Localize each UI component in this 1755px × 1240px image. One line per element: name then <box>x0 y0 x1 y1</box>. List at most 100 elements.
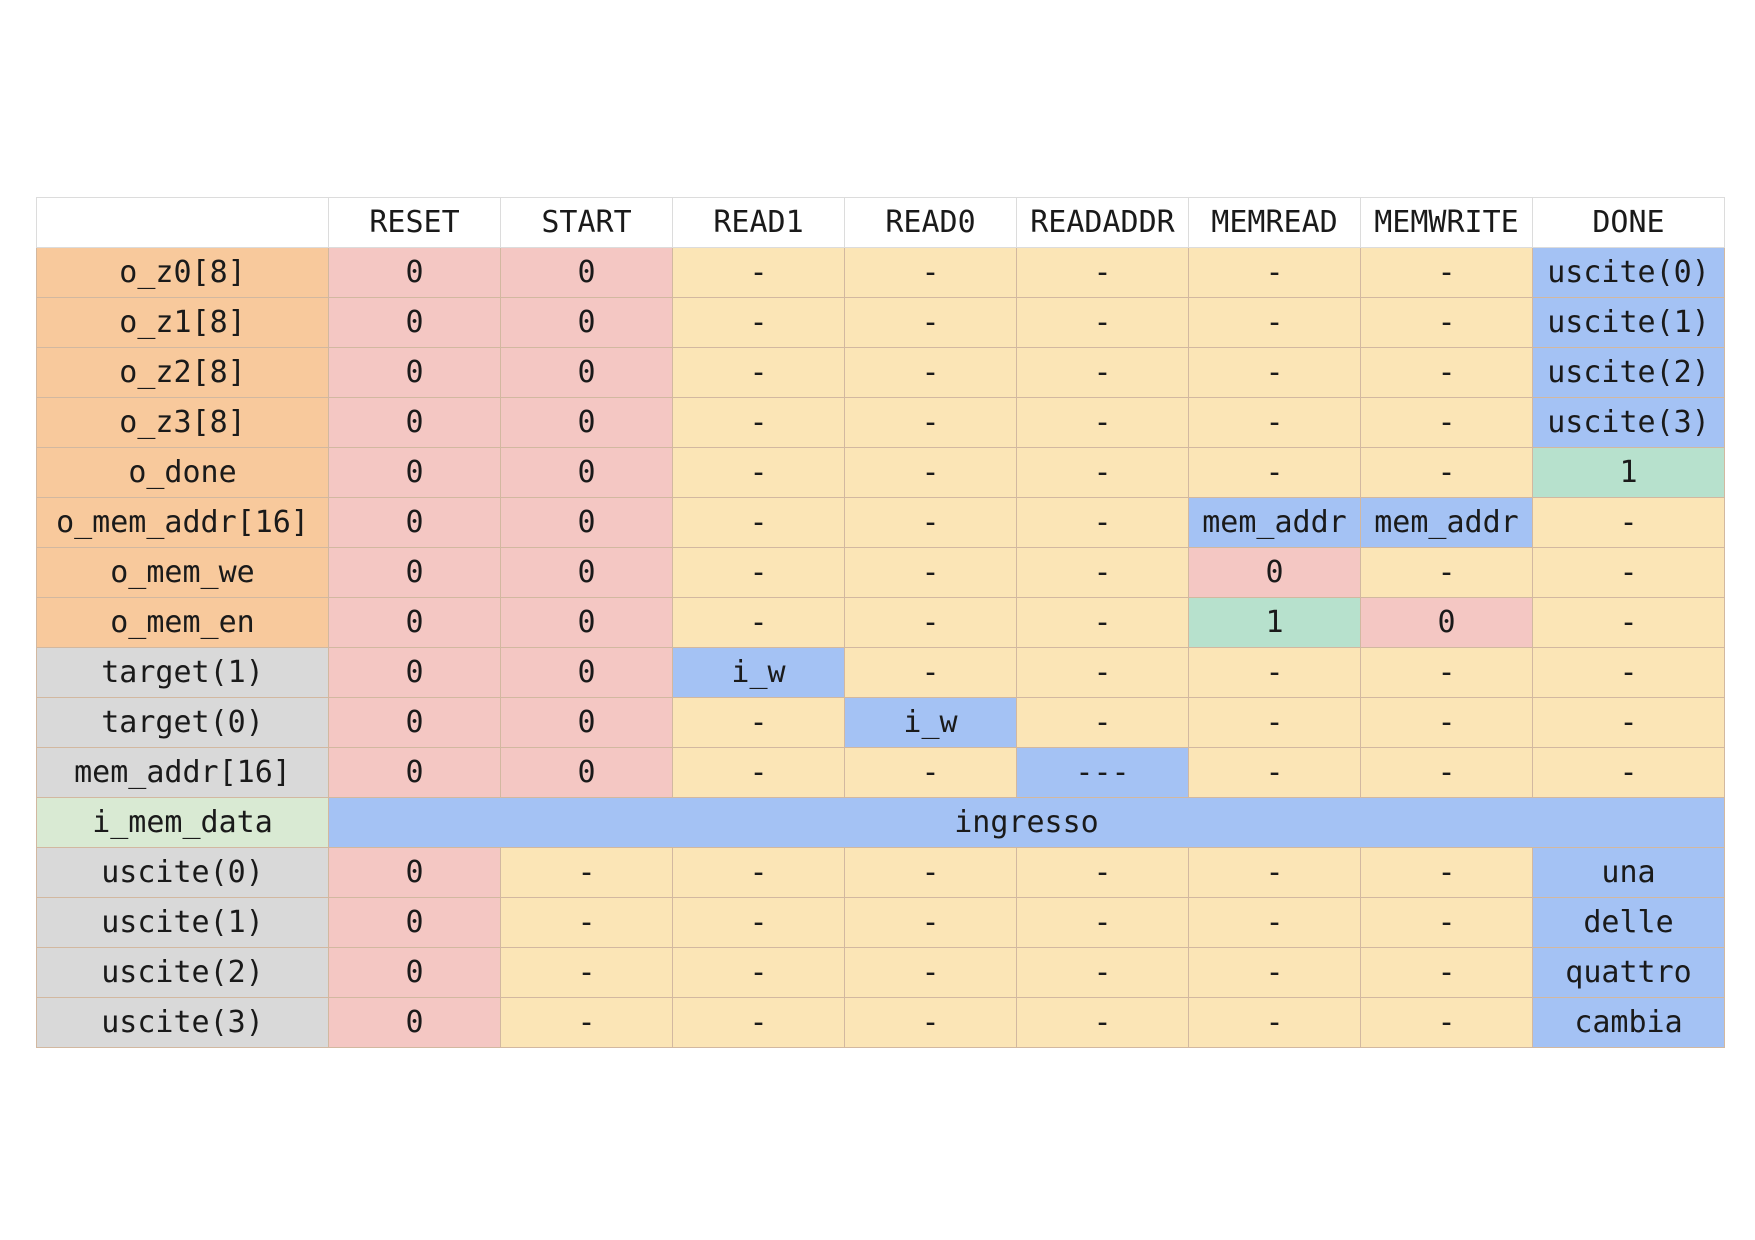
header-cell-memwrite: MEMWRITE <box>1360 197 1533 248</box>
row-label: target(1) <box>36 647 329 698</box>
table-cell: 0 <box>328 397 501 448</box>
table-cell: - <box>1188 647 1361 698</box>
table-cell: 0 <box>500 697 673 748</box>
table-cell: una <box>1532 847 1725 898</box>
table-cell: - <box>1360 897 1533 948</box>
table-cell: - <box>1188 447 1361 498</box>
row-label: uscite(3) <box>36 997 329 1048</box>
table-cell: - <box>1360 397 1533 448</box>
table-cell: - <box>1188 747 1361 798</box>
table-cell: - <box>672 947 845 998</box>
table-cell: - <box>1360 297 1533 348</box>
table-cell: - <box>844 347 1017 398</box>
table-cell: 0 <box>500 347 673 398</box>
header-cell-readaddr: READADDR <box>1016 197 1189 248</box>
row-label: mem_addr[16] <box>36 747 329 798</box>
table-cell: - <box>1188 997 1361 1048</box>
table-cell: - <box>1360 947 1533 998</box>
table-cell: - <box>844 847 1017 898</box>
table-cell: 0 <box>328 697 501 748</box>
table-cell: - <box>500 847 673 898</box>
table-cell: - <box>672 897 845 948</box>
table-cell: - <box>844 397 1017 448</box>
table-cell: --- <box>1016 747 1189 798</box>
table-cell: 0 <box>500 597 673 648</box>
table-cell: - <box>1360 697 1533 748</box>
table-cell: - <box>1360 997 1533 1048</box>
table-cell: - <box>500 947 673 998</box>
table-cell: cambia <box>1532 997 1725 1048</box>
table-cell: - <box>844 447 1017 498</box>
table-cell: - <box>672 347 845 398</box>
table-cell: - <box>1532 647 1725 698</box>
table-cell: 0 <box>328 597 501 648</box>
table-cell: - <box>672 747 845 798</box>
table-cell: - <box>672 597 845 648</box>
header-cell-corner <box>36 197 329 248</box>
table-cell: - <box>1016 297 1189 348</box>
table-cell: 0 <box>500 497 673 548</box>
table-cell: - <box>1532 697 1725 748</box>
header-cell-done: DONE <box>1532 197 1725 248</box>
table-cell: - <box>1360 247 1533 298</box>
header-cell-read1: READ1 <box>672 197 845 248</box>
table-cell: - <box>844 897 1017 948</box>
table-cell: 0 <box>328 897 501 948</box>
table-cell: 0 <box>500 297 673 348</box>
table-cell: - <box>1016 647 1189 698</box>
table-cell: uscite(2) <box>1532 347 1725 398</box>
header-cell-start: START <box>500 197 673 248</box>
table-cell: - <box>844 297 1017 348</box>
table-row: uscite(3)0------cambia <box>36 997 1725 1048</box>
table-cell: ingresso <box>328 797 1725 848</box>
row-label: uscite(0) <box>36 847 329 898</box>
state-signal-table: RESET START READ1 READ0 READADDR MEMREAD… <box>36 197 1725 1048</box>
table-cell: 0 <box>1188 547 1361 598</box>
table-cell: - <box>1532 547 1725 598</box>
table-cell: - <box>844 997 1017 1048</box>
table-cell: - <box>672 697 845 748</box>
table-cell: delle <box>1532 897 1725 948</box>
table-cell: - <box>1016 447 1189 498</box>
row-label: o_mem_we <box>36 547 329 598</box>
table-cell: 1 <box>1532 447 1725 498</box>
table-cell: - <box>1360 347 1533 398</box>
table-cell: - <box>1016 847 1189 898</box>
table-cell: mem_addr <box>1188 497 1361 548</box>
table-cell: 0 <box>328 497 501 548</box>
table-cell: - <box>1016 597 1189 648</box>
table-cell: - <box>1360 447 1533 498</box>
table-cell: quattro <box>1532 947 1725 998</box>
table-cell: - <box>1016 547 1189 598</box>
table-cell: 0 <box>328 847 501 898</box>
table-cell: 0 <box>328 247 501 298</box>
table-cell: - <box>1188 847 1361 898</box>
table-cell: - <box>844 547 1017 598</box>
table-cell: 0 <box>500 647 673 698</box>
table-cell: - <box>672 247 845 298</box>
table-cell: 0 <box>328 947 501 998</box>
row-label: o_z1[8] <box>36 297 329 348</box>
table-cell: - <box>500 997 673 1048</box>
table-cell: - <box>1188 297 1361 348</box>
table-cell: 0 <box>328 547 501 598</box>
table-cell: - <box>1188 347 1361 398</box>
table-cell: 0 <box>328 347 501 398</box>
table-cell: 0 <box>328 297 501 348</box>
table-cell: - <box>1188 947 1361 998</box>
header-row: RESET START READ1 READ0 READADDR MEMREAD… <box>36 197 1725 248</box>
header-cell-reset: RESET <box>328 197 501 248</box>
table-cell: - <box>844 597 1017 648</box>
table-cell: - <box>672 847 845 898</box>
table-cell: - <box>500 897 673 948</box>
table-cell: 0 <box>328 997 501 1048</box>
table-cell: uscite(3) <box>1532 397 1725 448</box>
